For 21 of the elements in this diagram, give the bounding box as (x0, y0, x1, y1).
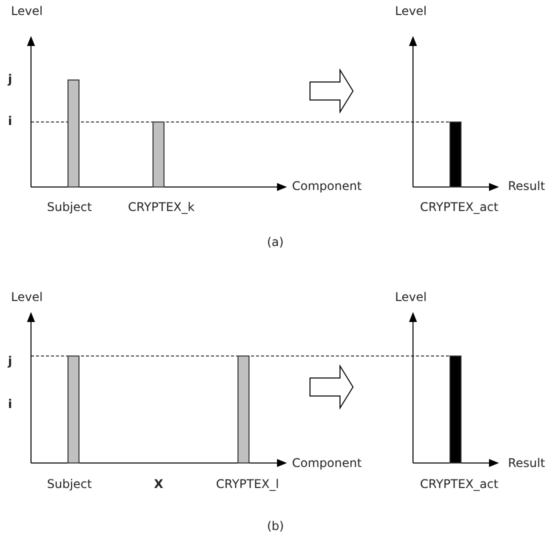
axis-label: Level (11, 4, 43, 18)
axis-label: Level (395, 290, 427, 304)
axis-label: Level (395, 4, 427, 18)
tick-label: i (8, 114, 12, 128)
tick-label: j (8, 72, 12, 86)
axis-label: Result (508, 456, 546, 470)
tick-label: i (8, 397, 12, 411)
axis-label: Component (292, 179, 362, 193)
bar-label: Subject (47, 477, 92, 491)
bar-label: CRYPTEX_l (216, 477, 279, 491)
axis-label: Level (11, 290, 43, 304)
bar-label: CRYPTEX_k (128, 200, 195, 214)
panel-caption: (a) (267, 235, 284, 249)
axis-label: Component (292, 456, 362, 470)
axis-label: Result (508, 179, 546, 193)
bar-label: CRYPTEX_act (420, 200, 498, 214)
tick-label: j (8, 354, 12, 368)
cross-mark: X (154, 477, 164, 491)
bar-label: Subject (47, 200, 92, 214)
bar-label: CRYPTEX_act (420, 477, 498, 491)
panel-caption: (b) (267, 519, 284, 533)
